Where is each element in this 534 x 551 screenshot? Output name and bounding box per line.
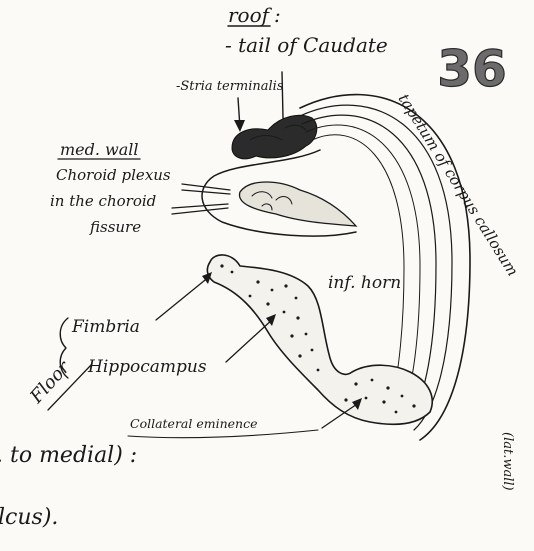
- tapetum-lateral-wall: (lat.wall): [500, 432, 515, 491]
- roof-colon: :: [274, 3, 281, 27]
- floor-heading: Floor: [25, 356, 75, 408]
- pointer-choroid-fissure: [172, 204, 228, 214]
- choroid-plexus: [239, 182, 356, 226]
- collateral-underline: [128, 430, 318, 438]
- pointer-stria-arrowhead: [234, 120, 245, 132]
- pointer-tail-of-caudate: [282, 72, 283, 118]
- medial-wall-line-fissure: fissure: [89, 218, 141, 236]
- floor-item-collateral-eminence: Collateral eminence: [130, 416, 258, 431]
- floor-item-hippocampus: Hippocampus: [87, 357, 207, 377]
- roof-item-stria-terminalis: -Stria terminalis: [176, 79, 284, 94]
- inf-horn-label: inf. horn: [328, 273, 401, 293]
- tapetum-label: tapetum of corpus callosum: [395, 91, 522, 280]
- pointer-fimbria: [156, 276, 210, 320]
- pointer-choroid-plexus: [182, 184, 230, 194]
- fragment-lcus: lcus).: [0, 505, 58, 530]
- fragment-to-medial: . to medial) :: [0, 443, 137, 468]
- medial-wall-line-in-the-choroid: in the choroid: [50, 192, 156, 210]
- roof-item-tail-of-caudate: - tail of Caudate: [225, 33, 388, 57]
- page-number: 36: [437, 40, 507, 98]
- medial-wall-heading: med. wall: [60, 140, 139, 159]
- pointer-hippocampus: [226, 318, 274, 362]
- floor-item-fimbria: Fimbria: [71, 317, 140, 337]
- roof-heading: roof: [228, 3, 273, 27]
- medial-wall-line-choroid-plexus: Choroid plexus: [56, 166, 171, 184]
